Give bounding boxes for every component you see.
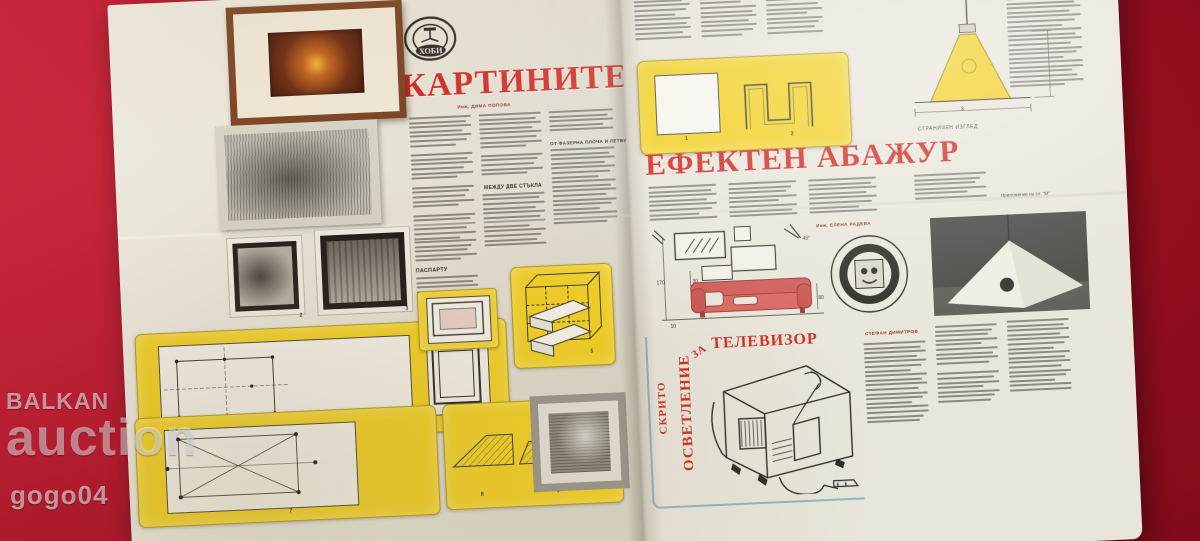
left-text-column-2: МЕЖДУ ДВЕ СТЪКЛА bbox=[478, 111, 547, 250]
yellow-figure-panel-lamp-patterns: 1 2 bbox=[636, 51, 853, 156]
clock-emblem: ХОБИ bbox=[403, 11, 457, 65]
wall-picture-arrangement-with-sofa: 45° 170 30 bbox=[644, 217, 829, 331]
left-text-column-1 bbox=[408, 114, 477, 243]
lampshade-text-column-1 bbox=[648, 183, 718, 224]
lamp-socket-diagram bbox=[827, 231, 913, 317]
left-text-column-3: ОТ ФАЗЕРНА ПЛОЧА И ЛЕТВИЧКИ bbox=[548, 108, 637, 227]
svg-text:170: 170 bbox=[656, 280, 665, 286]
svg-text:45°: 45° bbox=[803, 236, 811, 242]
right-text-column-far bbox=[1005, 0, 1084, 90]
tv-text-column-1 bbox=[863, 340, 929, 425]
page-note: Приложение на сп. "М" bbox=[1000, 190, 1050, 198]
framed-landscape-print bbox=[529, 392, 630, 493]
television-set-illustration bbox=[692, 351, 868, 499]
right-text-column-1 bbox=[633, 0, 692, 42]
tv-text-column-3 bbox=[1006, 317, 1072, 394]
lampshade-text-column-4 bbox=[913, 171, 987, 203]
emblem-label: ХОБИ bbox=[419, 46, 443, 56]
moulding-profile-figures bbox=[523, 282, 623, 366]
right-text-column-3 bbox=[765, 0, 824, 36]
svg-text:80: 80 bbox=[818, 295, 824, 301]
finished-lampshade-photo bbox=[929, 211, 1091, 317]
left-byline: Инж. ДИМА ПОПОВА bbox=[457, 102, 511, 110]
tv-headline-line1: СКРИТО bbox=[655, 381, 670, 435]
figure-label-8: 8 bbox=[480, 491, 484, 498]
tv-headline-vertical: СКРИТО ОСВЕТЛЕНИЕ bbox=[640, 350, 698, 502]
framed-house-photo bbox=[313, 225, 414, 316]
tv-byline: СТЕФАН ДИМИТРОВ bbox=[864, 328, 919, 337]
lamp-figure-label-3: 3 bbox=[960, 106, 964, 113]
lamp-figure-label-2: 2 bbox=[790, 131, 794, 138]
framed-engraving-print bbox=[214, 119, 382, 231]
lampshade-text-column-3 bbox=[807, 176, 878, 217]
framed-figures-photo bbox=[226, 234, 306, 318]
figure-number-3: 3 bbox=[405, 305, 409, 312]
tv-text-column-2 bbox=[934, 323, 1001, 405]
right-text-column-2 bbox=[699, 0, 757, 39]
magazine-spread: ХОБИ КАРТИНИТЕ Инж. ДИМА ПОПОВА bbox=[107, 0, 1143, 541]
yellow-figure-panel-passepartout bbox=[416, 287, 500, 352]
figure-label-7: 7 bbox=[289, 508, 293, 515]
lampshade-byline: Инж. ЕЛЕНА РАДЕВА bbox=[815, 220, 872, 229]
figure-number-2: 2 bbox=[299, 312, 303, 319]
framed-floral-painting bbox=[225, 0, 407, 126]
left-page: ХОБИ КАРТИНИТЕ Инж. ДИМА ПОПОВА bbox=[107, 0, 646, 541]
yellow-figure-panel-diagonals: 7 bbox=[134, 404, 441, 529]
svg-text:30: 30 bbox=[692, 279, 698, 285]
left-headline: КАРТИНИТЕ bbox=[400, 57, 629, 105]
lamp-figure-label-1: 1 bbox=[684, 136, 688, 143]
lampshade-text-column-2 bbox=[728, 180, 798, 220]
right-page: 1 2 3 bbox=[618, 0, 1143, 541]
side-view-caption: СТРАНИЧЕН ИЗГЛЕД bbox=[917, 123, 979, 133]
svg-text:10: 10 bbox=[670, 324, 676, 330]
